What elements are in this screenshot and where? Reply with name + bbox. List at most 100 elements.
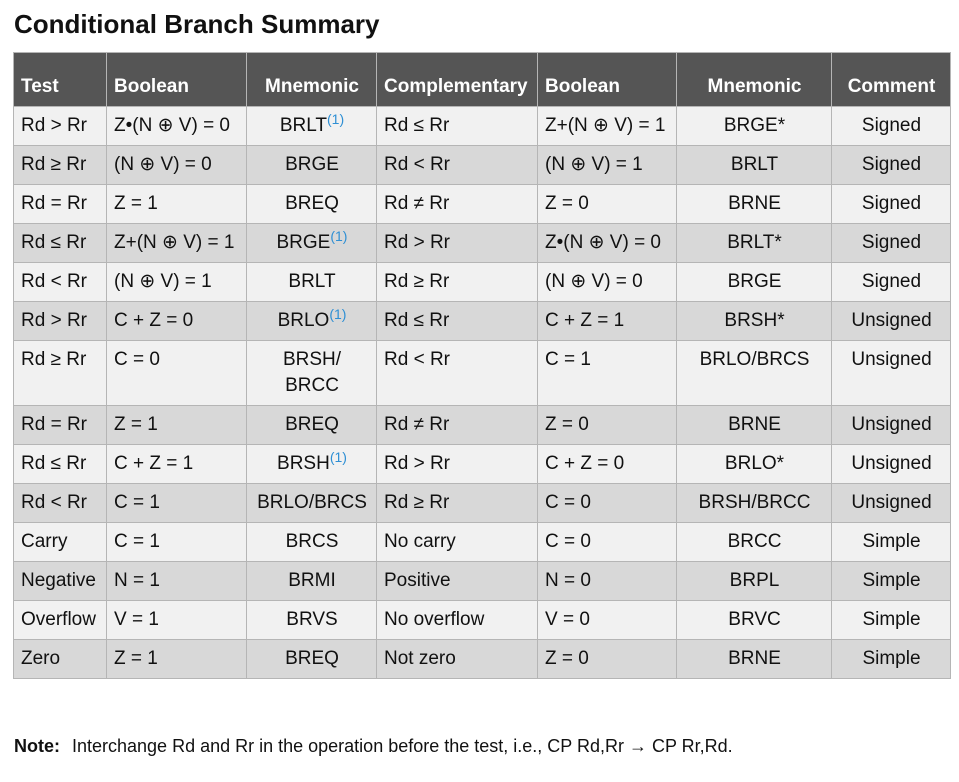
cell-test-text: Overflow bbox=[21, 609, 96, 630]
cell-mnemonic: BRSH/ BRCC bbox=[246, 340, 377, 406]
cell-mnemonic-2: BRLO* bbox=[676, 444, 832, 484]
table-header-row: Test Boolean Mnemonic Complementary Bool… bbox=[13, 52, 951, 107]
footnote-link[interactable]: (1) bbox=[329, 306, 347, 322]
cell-complementary: Rd ≠ Rr bbox=[376, 184, 538, 224]
cell-mnemonic-2-text: BRSH* bbox=[724, 310, 785, 331]
cell-test-text: Rd < Rr bbox=[21, 492, 87, 513]
cell-test-text: Rd ≤ Rr bbox=[21, 232, 87, 253]
column-header-complementary: Complementary bbox=[376, 52, 538, 107]
cell-mnemonic-2-text: BRGE bbox=[727, 271, 782, 292]
cell-boolean-text: Z = 1 bbox=[114, 193, 158, 214]
cell-boolean-2-text: C = 0 bbox=[545, 531, 591, 552]
cell-mnemonic-2-text: BRVC bbox=[728, 609, 781, 630]
cell-complementary-text: Rd ≥ Rr bbox=[384, 271, 450, 292]
cell-boolean: N = 1 bbox=[106, 561, 247, 601]
cell-boolean-text: C + Z = 0 bbox=[114, 310, 194, 331]
cell-boolean: Z = 1 bbox=[106, 184, 247, 224]
cell-boolean-2: V = 0 bbox=[537, 600, 677, 640]
cell-boolean-2: (N ⊕ V) = 0 bbox=[537, 262, 677, 302]
cell-boolean-text: N = 1 bbox=[114, 570, 160, 591]
cell-mnemonic: BRLT(1) bbox=[246, 106, 377, 146]
cell-complementary-text: Rd ≤ Rr bbox=[384, 115, 450, 136]
cell-test: Overflow bbox=[13, 600, 107, 640]
cell-comment: Signed bbox=[831, 223, 951, 263]
cell-boolean-text: Z•(N ⊕ V) = 0 bbox=[114, 115, 231, 136]
cell-complementary: Rd ≠ Rr bbox=[376, 405, 538, 445]
cell-test: Zero bbox=[13, 639, 107, 679]
cell-test: Rd > Rr bbox=[13, 106, 107, 146]
cell-mnemonic-2: BRSH* bbox=[676, 301, 832, 341]
cell-test-text: Rd = Rr bbox=[21, 193, 87, 214]
footnote-link[interactable]: (1) bbox=[329, 449, 347, 465]
cell-complementary: Positive bbox=[376, 561, 538, 601]
cell-mnemonic-text: BRLT bbox=[288, 271, 336, 292]
cell-test: Rd < Rr bbox=[13, 262, 107, 302]
cell-boolean-2-text: (N ⊕ V) = 0 bbox=[545, 271, 643, 292]
cell-test-text: Rd > Rr bbox=[21, 115, 87, 136]
cell-complementary: Rd < Rr bbox=[376, 340, 538, 406]
table-row: Rd = Rr Z = 1 BREQ Rd ≠ Rr Z = 0 BRNE Signed bbox=[13, 184, 951, 224]
cell-comment: Simple bbox=[831, 522, 951, 562]
cell-comment: Signed bbox=[831, 184, 951, 224]
cell-comment-text: Simple bbox=[862, 609, 921, 630]
cell-mnemonic-text: BRCS bbox=[285, 531, 339, 552]
cell-complementary-text: Rd ≠ Rr bbox=[384, 193, 450, 214]
cell-mnemonic-text: BREQ bbox=[285, 193, 339, 214]
cell-boolean-2-text: C = 1 bbox=[545, 349, 591, 370]
cell-complementary: Rd > Rr bbox=[376, 444, 538, 484]
branch-summary-table: Test Boolean Mnemonic Complementary Bool… bbox=[13, 52, 951, 679]
footnote-link[interactable]: (1) bbox=[330, 228, 348, 244]
cell-mnemonic: BRVS bbox=[246, 600, 377, 640]
cell-mnemonic-2: BRVC bbox=[676, 600, 832, 640]
cell-mnemonic-2-text: BRLT* bbox=[727, 232, 782, 253]
cell-comment-text: Unsigned bbox=[851, 492, 932, 513]
cell-mnemonic-2: BRNE bbox=[676, 639, 832, 679]
cell-mnemonic-2: BRSH/BRCC bbox=[676, 483, 832, 523]
column-header-mnemonic: Mnemonic bbox=[246, 52, 377, 107]
cell-comment-text: Unsigned bbox=[851, 349, 932, 370]
cell-mnemonic: BREQ bbox=[246, 405, 377, 445]
cell-mnemonic-2-text: BRNE bbox=[728, 193, 781, 214]
cell-mnemonic-text: BRGE bbox=[285, 154, 339, 175]
cell-boolean-2-text: V = 0 bbox=[545, 609, 590, 630]
cell-boolean-2: Z = 0 bbox=[537, 405, 677, 445]
cell-test: Rd = Rr bbox=[13, 184, 107, 224]
cell-boolean-2: N = 0 bbox=[537, 561, 677, 601]
cell-comment-text: Signed bbox=[861, 271, 922, 292]
cell-comment: Signed bbox=[831, 106, 951, 146]
cell-boolean-2: Z = 0 bbox=[537, 184, 677, 224]
cell-complementary: No carry bbox=[376, 522, 538, 562]
cell-mnemonic-text: BRLO bbox=[277, 310, 330, 331]
cell-comment: Unsigned bbox=[831, 444, 951, 484]
cell-complementary-text: Not zero bbox=[384, 648, 456, 669]
cell-comment-text: Simple bbox=[862, 570, 921, 591]
column-header-test: Test bbox=[13, 52, 107, 107]
cell-test: Rd ≤ Rr bbox=[13, 223, 107, 263]
cell-mnemonic: BRLO(1) bbox=[246, 301, 377, 341]
cell-mnemonic-text: BREQ bbox=[285, 414, 339, 435]
cell-boolean-text: C = 0 bbox=[114, 349, 160, 370]
cell-test-text: Carry bbox=[21, 531, 68, 552]
cell-complementary-text: Rd ≥ Rr bbox=[384, 492, 450, 513]
cell-comment: Unsigned bbox=[831, 301, 951, 341]
cell-boolean: Z+(N ⊕ V) = 1 bbox=[106, 223, 247, 263]
cell-comment-text: Unsigned bbox=[851, 453, 932, 474]
page-title: Conditional Branch Summary bbox=[14, 9, 380, 39]
cell-mnemonic-2-text: BRCC bbox=[727, 531, 782, 552]
cell-test: Rd = Rr bbox=[13, 405, 107, 445]
cell-boolean: C + Z = 0 bbox=[106, 301, 247, 341]
cell-complementary: Rd ≥ Rr bbox=[376, 262, 538, 302]
cell-comment: Simple bbox=[831, 639, 951, 679]
footnote-link[interactable]: (1) bbox=[327, 111, 345, 127]
cell-complementary-text: Rd < Rr bbox=[384, 154, 450, 175]
cell-comment: Signed bbox=[831, 262, 951, 302]
column-header-comment: Comment bbox=[831, 52, 951, 107]
note-label: Note: bbox=[14, 736, 60, 756]
